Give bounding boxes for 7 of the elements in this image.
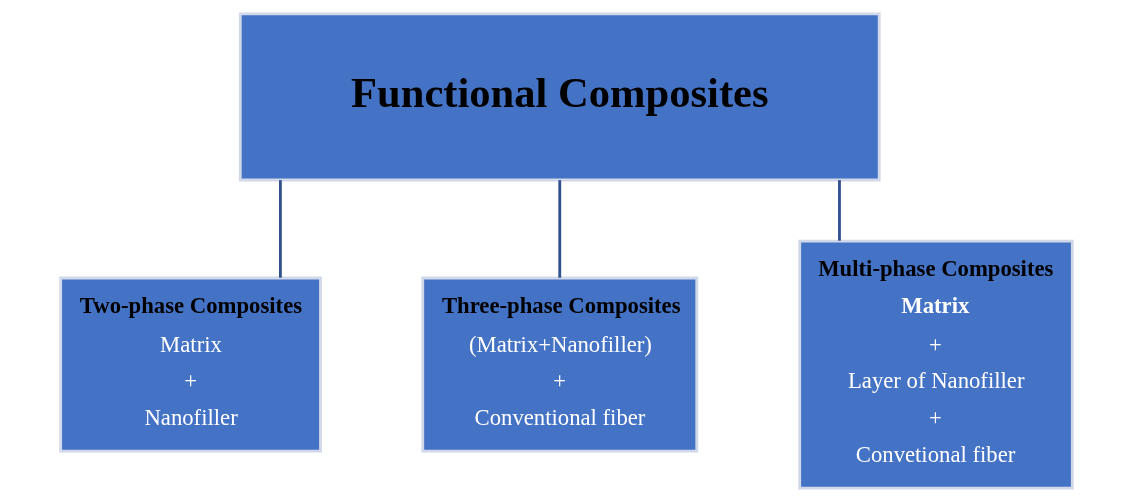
connector: [278, 180, 282, 278]
connector: [838, 180, 841, 241]
connector: [558, 180, 562, 278]
node-box: Three-phase Composites (Matrix+Nanofiller) + Conventional fiber: [421, 276, 699, 453]
node-box: Multi-phase Composites Matrix + Layer of Nanofiller + Convetional fiber: [798, 239, 1074, 490]
node-box: Two-phase Composites Matrix + Nanofiller: [59, 276, 322, 453]
node-box: Functional Composites: [238, 12, 881, 182]
